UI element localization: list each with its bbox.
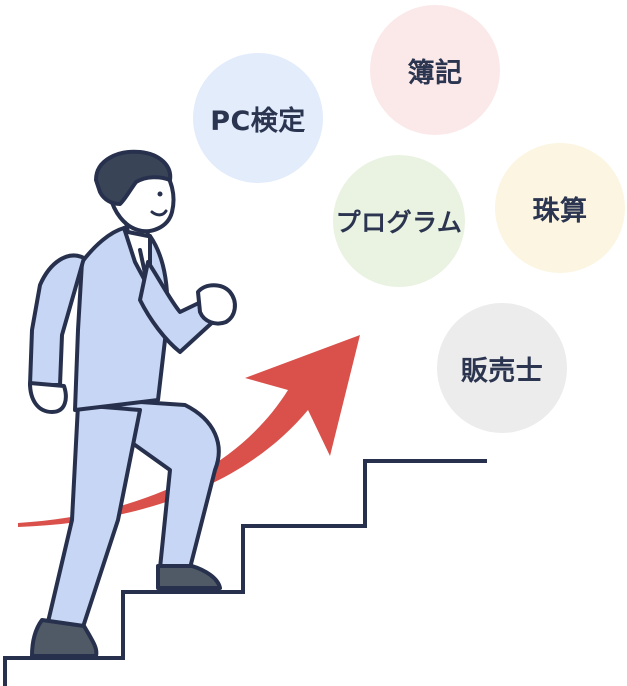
- bubble-abacus: 珠算: [495, 143, 625, 273]
- businessman-figure: [28, 149, 237, 658]
- bubble-programming: プログラム: [333, 155, 465, 287]
- bubble-programming-label: プログラム: [335, 208, 463, 237]
- bubble-pc-exam-label: PC検定: [210, 105, 306, 137]
- bubble-pc-exam: PC検定: [193, 53, 323, 183]
- bubble-bookkeeping-label: 簿記: [407, 57, 463, 89]
- growth-arrow-icon: [18, 335, 360, 527]
- bubble-sales-master: 販売士: [437, 303, 567, 433]
- bubble-bookkeeping: 簿記: [370, 5, 500, 135]
- bubble-sales-master-label: 販売士: [460, 355, 544, 387]
- bubble-abacus-label: 珠算: [532, 195, 588, 227]
